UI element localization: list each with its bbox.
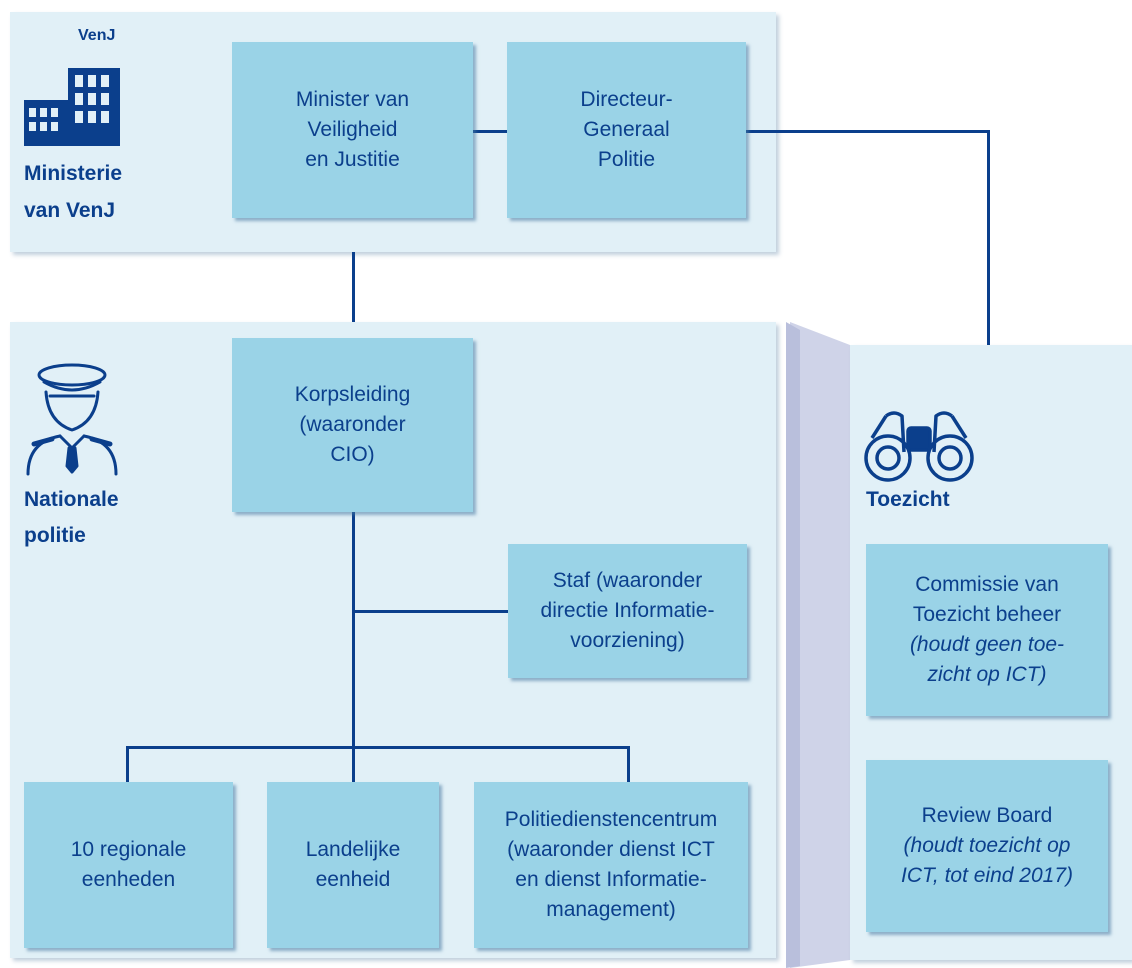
regionaal-line1: 10 regionale <box>70 838 187 861</box>
building-icon <box>24 68 120 146</box>
ministerie-politie-connector <box>352 252 355 322</box>
politie-label-line1: Nationale <box>24 488 119 511</box>
commissie-line2: Toezicht beheer <box>912 603 1062 626</box>
korpsleiding-trunk <box>352 512 355 782</box>
commissie-line1: Commissie van <box>915 573 1059 596</box>
pdc-line2: (waaronder dienst ICT <box>507 838 715 861</box>
regionaal-box: 10 regionale eenheden <box>24 782 233 948</box>
staf-line1: Staf (waaronder <box>552 569 703 592</box>
commissie-note-line1: (houdt geen toe- <box>909 633 1065 656</box>
minister-box: Minister van Veiligheid en Justitie <box>232 42 473 218</box>
ministerie-label-line2: van VenJ <box>24 199 116 222</box>
review-note-line1: (houdt toezicht op <box>903 834 1071 857</box>
ministerie-label-line1: Ministerie <box>24 162 123 185</box>
minister-line3: en Justitie <box>305 148 400 171</box>
review-note-line2: ICT, tot eind 2017) <box>901 864 1073 887</box>
staf-line2: directie Informatie- <box>540 599 715 622</box>
toezicht-label: Toezicht <box>866 488 950 511</box>
review-line1: Review Board <box>921 804 1053 827</box>
landelijk-line2: eenheid <box>315 868 391 891</box>
pdc-line1: Politiedienstencentrum <box>504 808 718 831</box>
staf-box: Staf (waaronder directie Informatie- voo… <box>508 544 747 678</box>
units-bus <box>126 746 630 749</box>
dg-toezicht-connector-v <box>987 130 990 345</box>
dg-line3: Politie <box>597 148 656 171</box>
korpsleiding-line2: (waaronder <box>299 413 406 436</box>
korpsleiding-line3: CIO) <box>330 443 375 466</box>
dg-box: Directeur- Generaal Politie <box>507 42 746 218</box>
staf-connector <box>352 610 508 613</box>
minister-line2: Veiligheid <box>307 118 398 141</box>
review-board-box: Review Board (houdt toezicht op ICT, tot… <box>866 760 1108 932</box>
regionaal-drop <box>126 746 129 782</box>
dg-toezicht-connector-h <box>746 130 990 133</box>
regionaal-line2: eenheden <box>81 868 176 891</box>
pdc-drop <box>627 746 630 782</box>
korpsleiding-line1: Korpsleiding <box>294 383 411 406</box>
venj-logo-text: VenJ <box>78 27 116 44</box>
minister-dg-connector <box>473 130 507 133</box>
landelijk-box: Landelijke eenheid <box>267 782 439 948</box>
commissie-note-line2: zicht op ICT) <box>927 663 1047 686</box>
binoculars-icon <box>864 411 974 482</box>
pdc-box: Politiedienstencentrum (waaronder dienst… <box>474 782 748 948</box>
staf-line3: voorziening) <box>570 629 685 652</box>
pdc-line3: en dienst Informatie- <box>515 868 707 891</box>
korpsleiding-box: Korpsleiding (waaronder CIO) <box>232 338 473 512</box>
pdc-line4: management) <box>546 898 676 921</box>
politie-label-line2: politie <box>24 524 86 547</box>
police-officer-icon <box>26 363 118 476</box>
landelijk-line1: Landelijke <box>305 838 401 861</box>
dg-line1: Directeur- <box>580 88 673 111</box>
dg-line2: Generaal <box>583 118 670 141</box>
commissie-box: Commissie van Toezicht beheer (houdt gee… <box>866 544 1108 716</box>
minister-line1: Minister van <box>295 88 410 111</box>
